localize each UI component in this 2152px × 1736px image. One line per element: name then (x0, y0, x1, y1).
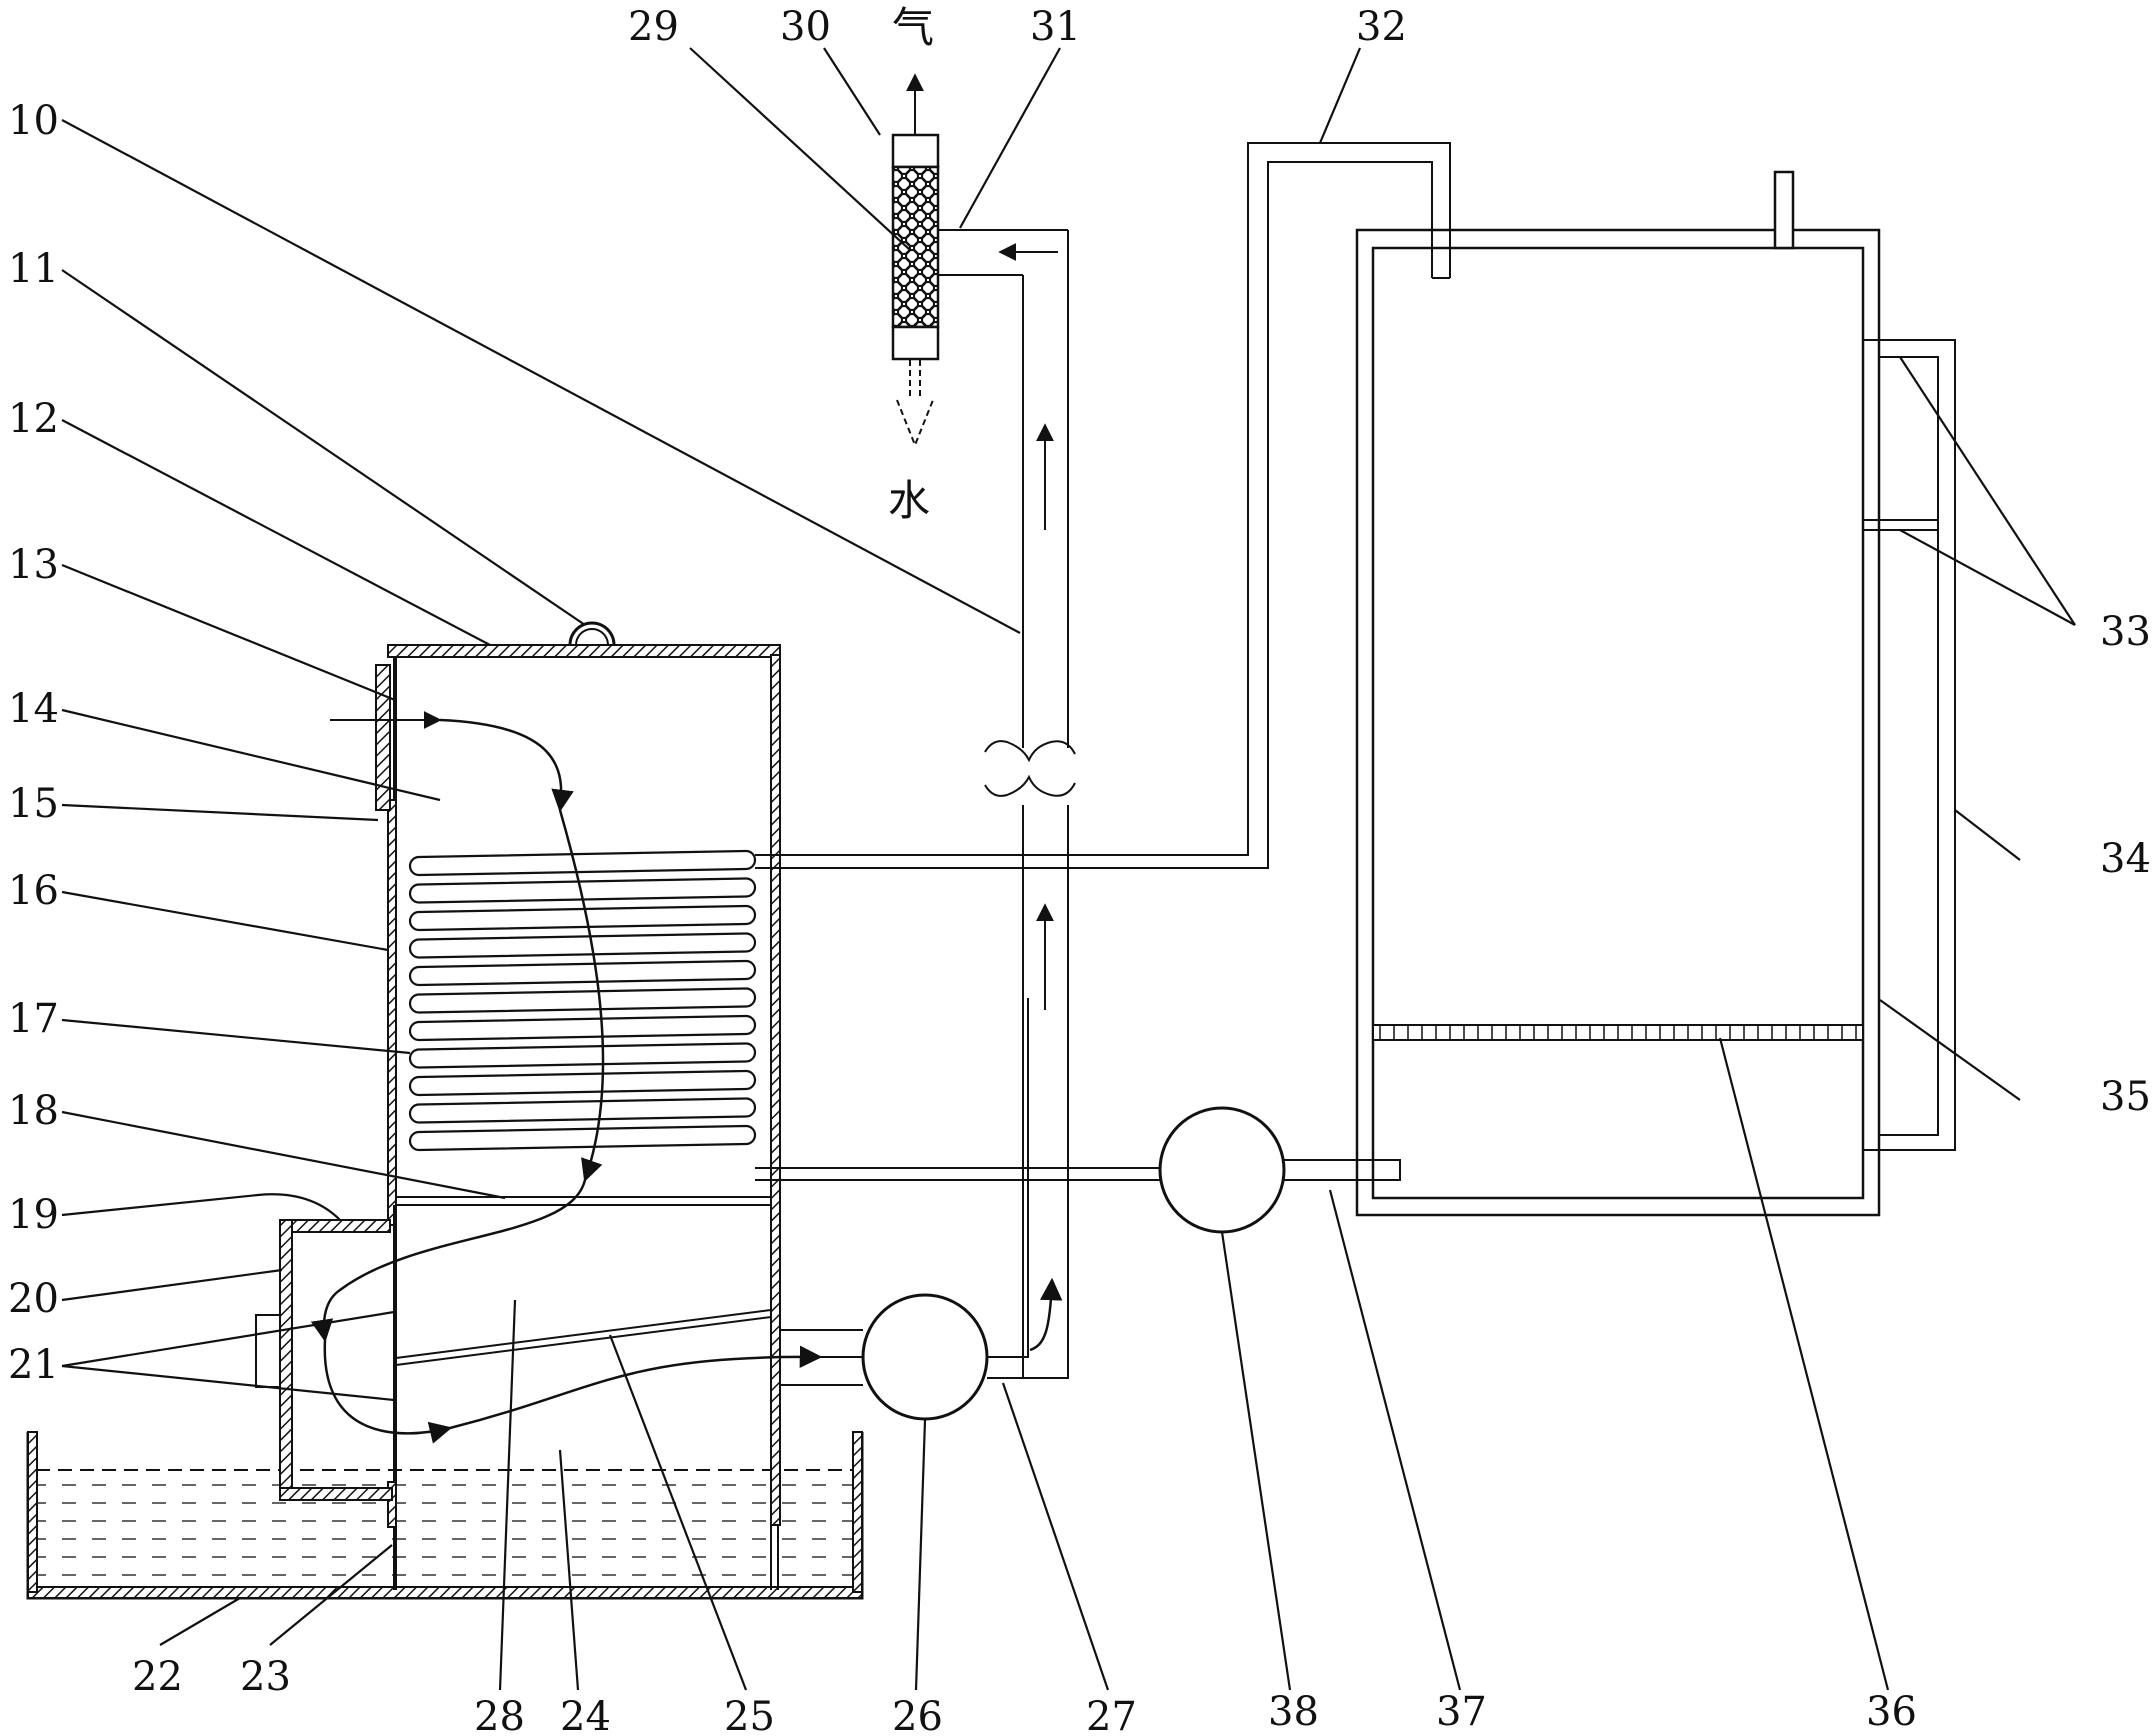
number-labels: 10 11 12 13 14 15 16 17 18 19 20 21 22 2… (8, 3, 2151, 1736)
label-15: 15 (8, 781, 59, 827)
label-30: 30 (780, 4, 831, 50)
flow-arrows (310, 711, 823, 1444)
water-output-label: 水 (888, 476, 930, 525)
connecting-pipes (755, 142, 1451, 1234)
label-37: 37 (1436, 1689, 1487, 1735)
coil-loop (408, 1069, 757, 1097)
coil-loop (408, 932, 757, 959)
label-32: 32 (1356, 4, 1407, 50)
label-16: 16 (8, 868, 59, 914)
coil-loop (408, 1097, 757, 1124)
label-33: 33 (2100, 609, 2151, 655)
label-21: 21 (8, 1342, 59, 1388)
label-29: 29 (628, 4, 679, 50)
coil-loop (408, 987, 757, 1014)
cooling-coil (408, 849, 757, 1152)
label-14: 14 (8, 686, 59, 732)
label-18: 18 (8, 1088, 59, 1134)
label-25: 25 (724, 1694, 775, 1736)
tower-body (375, 621, 781, 1590)
gas-output-label: 气 (892, 3, 934, 52)
side-chamber (255, 1219, 393, 1501)
label-24: 24 (560, 1694, 611, 1736)
label-34: 34 (2100, 836, 2151, 882)
gas-filter (891, 73, 940, 448)
exhaust-pipe (938, 229, 1076, 1378)
coil-loop (408, 849, 757, 877)
coil-loop (408, 1014, 757, 1042)
label-27: 27 (1086, 1694, 1137, 1736)
label-13: 13 (8, 542, 59, 588)
label-28: 28 (474, 1694, 525, 1736)
label-38: 38 (1268, 1689, 1319, 1735)
label-36: 36 (1866, 1689, 1917, 1735)
coil-loop (408, 959, 757, 987)
water-basin (26, 1431, 864, 1600)
coil-loop (408, 877, 757, 904)
leader-lines (61, 47, 2076, 1691)
label-22: 22 (132, 1654, 183, 1700)
storage-tank (1355, 170, 1956, 1217)
label-19: 19 (8, 1192, 59, 1238)
label-31: 31 (1030, 4, 1081, 50)
label-17: 17 (8, 996, 59, 1042)
label-35: 35 (2100, 1074, 2151, 1120)
label-12: 12 (8, 396, 59, 442)
label-23: 23 (240, 1654, 291, 1700)
label-20: 20 (8, 1276, 59, 1322)
suction-pump (780, 998, 1069, 1421)
label-11: 11 (8, 246, 59, 292)
label-10: 10 (8, 98, 59, 144)
coil-loop (408, 1042, 757, 1069)
coil-loop (408, 1124, 757, 1152)
label-26: 26 (892, 1694, 943, 1736)
coil-loop (408, 904, 757, 932)
